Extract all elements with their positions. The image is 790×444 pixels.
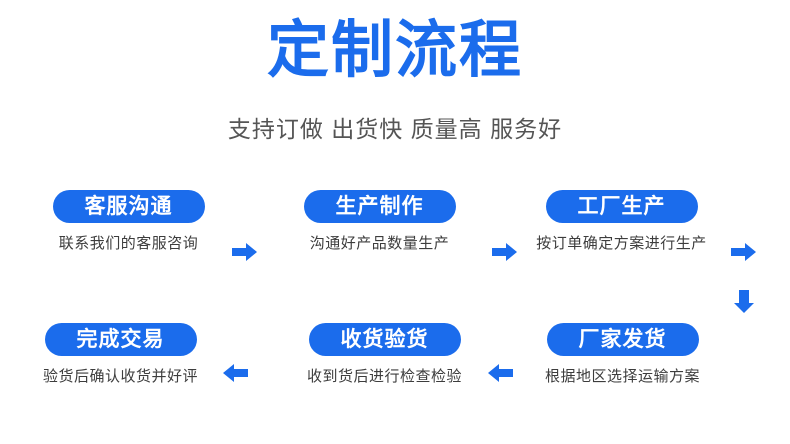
flow-step-receive-inspect[interactable]: 收货验货 收到货后进行检查检验: [287, 323, 482, 388]
flow-step-label[interactable]: 生产制作: [303, 190, 456, 223]
flow-step-manufacturer-shipping[interactable]: 厂家发货 根据地区选择运输方案: [525, 323, 720, 388]
arrow-down-icon: [731, 290, 757, 314]
flow-step-label[interactable]: 完成交易: [44, 323, 197, 356]
flow-row-two: 完成交易 验货后确认收货并好评 收货验货 收到货后进行检查检验 厂家发货 根据地…: [0, 323, 790, 433]
arrow-left-icon: [487, 361, 513, 385]
flow-step-description: 根据地区选择运输方案: [544, 368, 700, 385]
flow-step-description: 联系我们的客服咨询: [58, 235, 199, 252]
page-title: 定制流程: [266, 16, 523, 85]
arrow-right-icon: [492, 240, 518, 264]
flow-step-label[interactable]: 收货验货: [308, 323, 461, 356]
arrow-left-icon: [222, 361, 248, 385]
flow-step-label[interactable]: 厂家发货: [546, 323, 699, 356]
flow-step-label[interactable]: 客服沟通: [52, 190, 205, 223]
flow-step-description: 沟通好产品数量生产: [309, 235, 450, 252]
flow-step-customer-service[interactable]: 客服沟通 联系我们的客服咨询: [31, 190, 226, 255]
flow-step-factory-production[interactable]: 工厂生产 按订单确定方案进行生产: [524, 190, 719, 255]
arrow-right-icon: [731, 240, 757, 264]
flow-step-production-making[interactable]: 生产制作 沟通好产品数量生产: [282, 190, 477, 255]
flow-step-description: 收到货后进行检查检验: [306, 368, 462, 385]
flow-step-label[interactable]: 工厂生产: [545, 190, 698, 223]
flow-step-complete-transaction[interactable]: 完成交易 验货后确认收货并好评: [23, 323, 218, 388]
page-subtitle: 支持订做 出货快 质量高 服务好: [227, 116, 563, 142]
flow-step-description: 按订单确定方案进行生产: [536, 235, 707, 252]
flow-step-description: 验货后确认收货并好评: [42, 368, 198, 385]
arrow-right-icon: [232, 240, 258, 264]
flow-row-one: 客服沟通 联系我们的客服咨询 生产制作 沟通好产品数量生产 工厂生产 按订单确定…: [0, 190, 790, 313]
